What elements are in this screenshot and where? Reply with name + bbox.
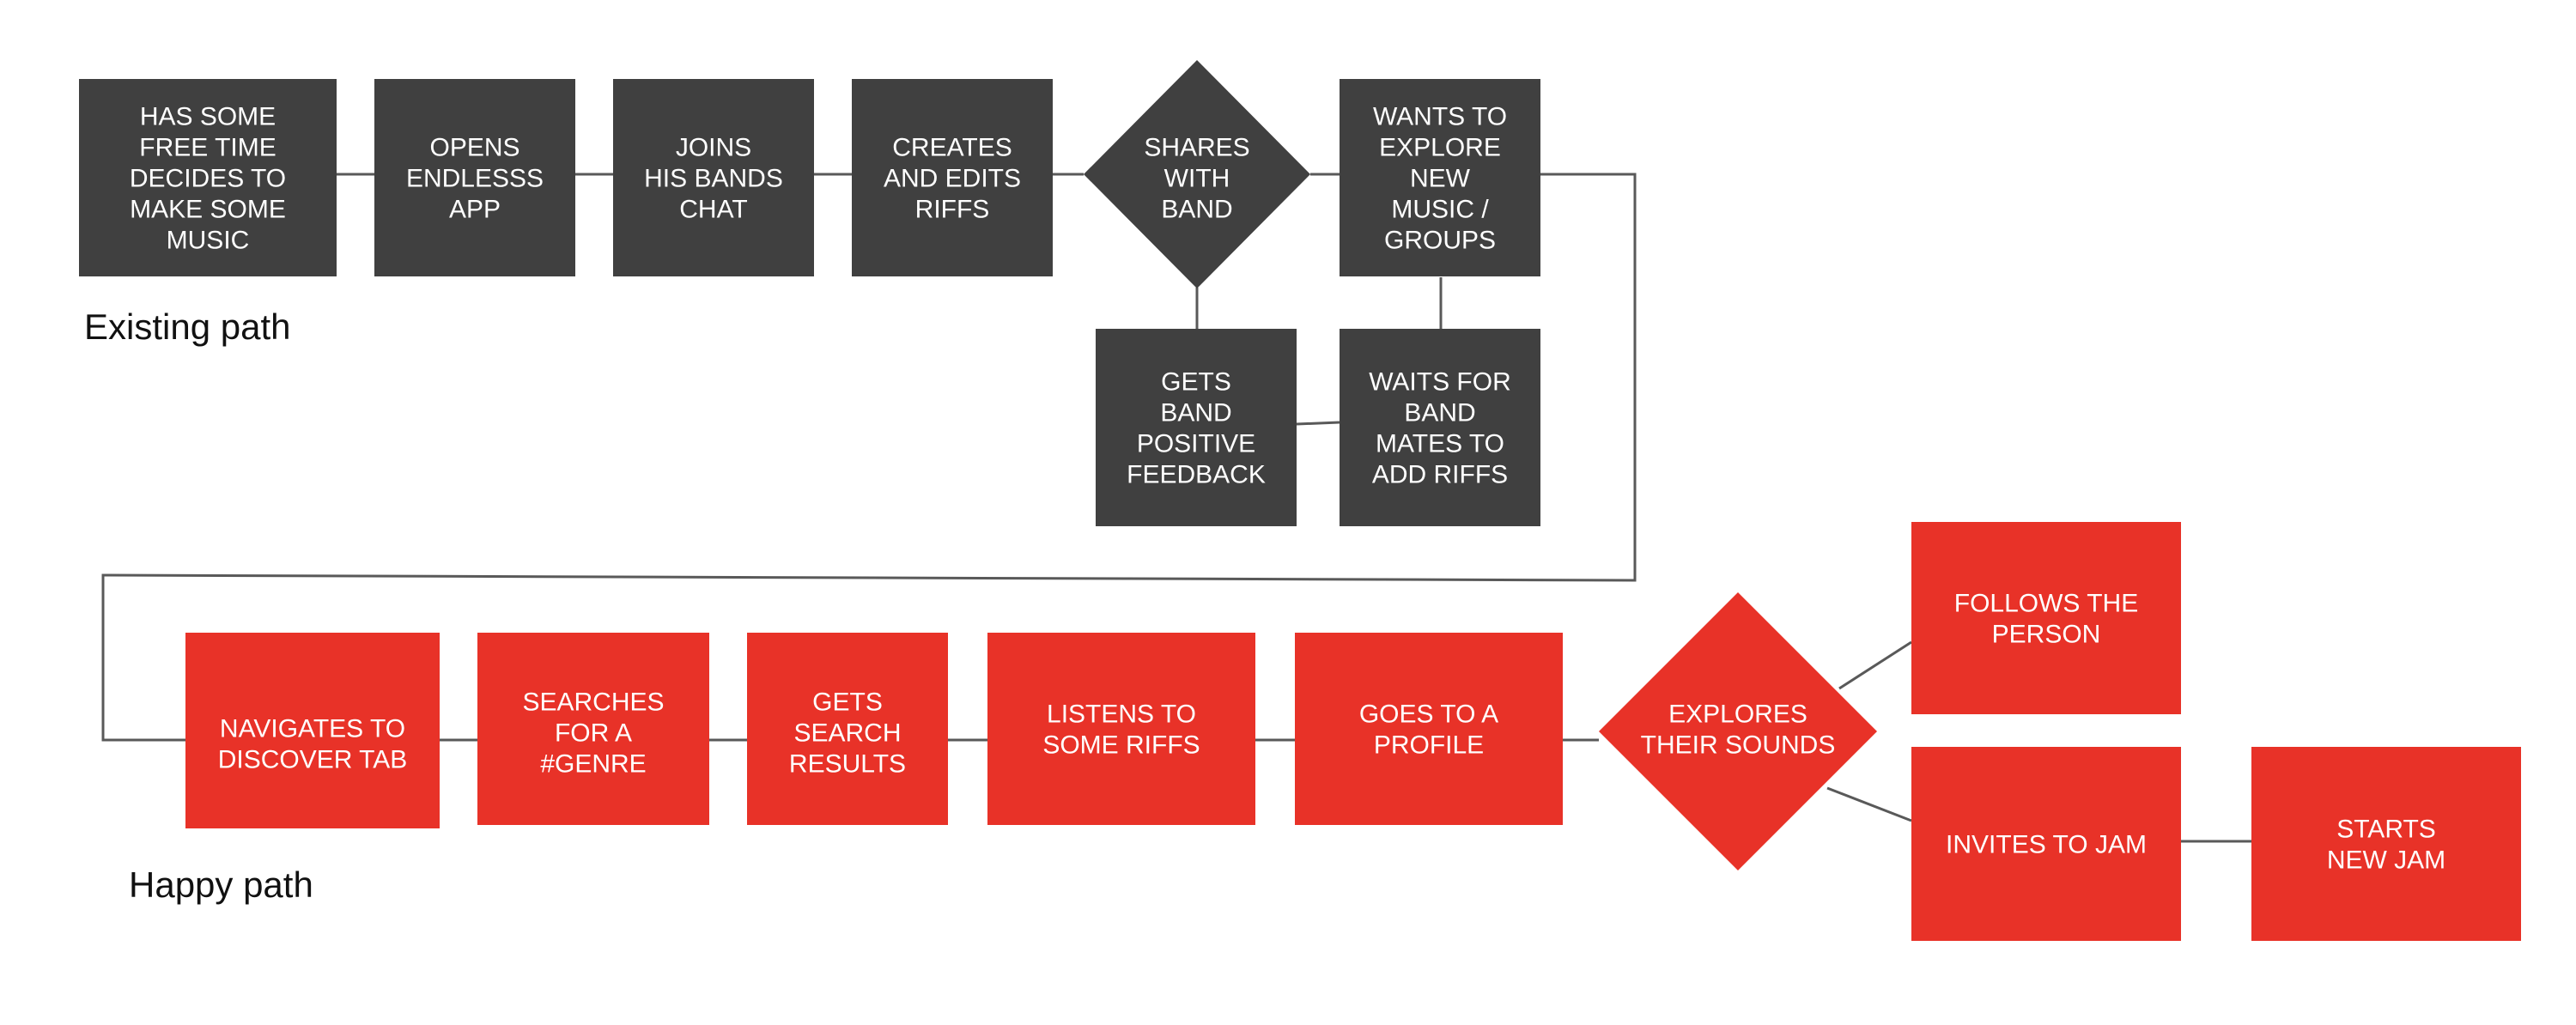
node-text-line: POSITIVE <box>1137 430 1255 458</box>
node-creates-riffs: CREATES AND EDITS RIFFS <box>852 79 1053 276</box>
node-text-line: JOINS <box>676 134 751 162</box>
node-text-line: AND EDITS <box>884 165 1021 193</box>
node-text-line: DISCOVER TAB <box>218 746 408 774</box>
node-text-line: PERSON <box>1992 621 2101 649</box>
node-text: HAS SOME FREE TIME DECIDES TO MAKE SOME MUSI… <box>130 103 286 255</box>
node-text-line: BAND <box>1404 399 1475 428</box>
node-text: FOLLOWS THE PERSON <box>1954 590 2138 649</box>
node-text-line: ENDLESSS <box>406 165 544 193</box>
node-text: NAVIGATES TO DISCOVER TAB <box>218 715 408 774</box>
node-text-line: HIS BANDS <box>644 165 783 193</box>
node-text-line: NAVIGATES TO <box>220 715 405 743</box>
node-invites-to-jam: INVITES TO JAM <box>1911 747 2181 941</box>
node-text-line: FEEDBACK <box>1127 461 1266 489</box>
node-text-line: NEW JAM <box>2327 846 2445 875</box>
node-has-free-time: HAS SOME FREE TIME DECIDES TO MAKE SOME MUSI… <box>79 79 337 276</box>
node-text: CREATES AND EDITS RIFFS <box>884 134 1021 224</box>
node-text-line: GETS <box>1161 368 1231 397</box>
node-text-line: BAND <box>1161 196 1232 224</box>
connector-waits-mates-to-gets-feedback <box>1296 421 1340 426</box>
node-joins-chat: JOINS HIS BANDS CHAT <box>613 79 814 276</box>
node-text-line: GETS <box>812 688 883 717</box>
node-text-line: CREATES <box>892 134 1012 162</box>
node-wants-to-explore: WANTS TO EXPLORE NEW MUSIC / GROUPS <box>1340 79 1540 276</box>
node-opens-app: OPENS ENDLESSS APP <box>374 79 575 276</box>
node-text-line: MUSIC <box>167 227 250 255</box>
node-text-line: SEARCHES <box>522 688 664 717</box>
node-shares-with-band: SHARES WITH BAND <box>1084 60 1310 288</box>
node-text-line: EXPLORES <box>1668 701 1807 729</box>
node-text-line: NEW <box>1410 165 1471 193</box>
node-text-line: SHARES <box>1144 134 1249 162</box>
node-navigates-discover: NAVIGATES TO DISCOVER TAB <box>185 633 440 828</box>
node-text: OPENS ENDLESSS APP <box>406 134 544 224</box>
node-text-line: FREE TIME <box>139 134 276 162</box>
node-text: SHARES WITH BAND <box>1144 134 1249 224</box>
connectors <box>101 173 2251 843</box>
node-text-line: OPENS <box>429 134 519 162</box>
node-text-line: #GENRE <box>540 750 646 779</box>
node-text-line: BAND <box>1160 399 1231 428</box>
node-text-line: PROFILE <box>1374 731 1484 760</box>
node-text-line: RIFFS <box>915 196 990 224</box>
node-text-line: DECIDES TO <box>130 165 286 193</box>
node-text: JOINS HIS BANDS CHAT <box>644 134 783 224</box>
existing-path-label: Existing path <box>84 306 290 347</box>
node-text-line: FOLLOWS THE <box>1954 590 2138 618</box>
node-text-line: LISTENS TO <box>1047 701 1196 729</box>
node-follows-person: FOLLOWS THE PERSON <box>1911 522 2181 714</box>
node-text-line: WITH <box>1164 165 1230 193</box>
node-text-line: FOR A <box>555 719 632 748</box>
node-text-line: THEIR SOUNDS <box>1641 731 1836 760</box>
node-text-line: CHAT <box>679 196 747 224</box>
node-text-line: STARTS <box>2336 816 2436 844</box>
node-text-line: MUSIC / <box>1391 196 1489 224</box>
node-text-line: EXPLORE <box>1379 134 1501 162</box>
node-text-line: GOES TO A <box>1359 701 1498 729</box>
node-text-line: ADD RIFFS <box>1372 461 1508 489</box>
node-text-line: RESULTS <box>789 750 906 779</box>
connector-explores-to-invites <box>1826 786 1912 822</box>
node-text-line: MAKE SOME <box>130 196 286 224</box>
node-text-line: WANTS TO <box>1373 103 1507 131</box>
happy-path-label: Happy path <box>129 864 313 905</box>
node-text-line: WAITS FOR <box>1369 368 1511 397</box>
existing-path-nodes: HAS SOME FREE TIME DECIDES TO MAKE SOME MUSI… <box>79 60 1540 526</box>
node-text-line: MATES TO <box>1376 430 1504 458</box>
node-text-line: GROUPS <box>1384 227 1496 255</box>
node-text-line: SOME RIFFS <box>1042 731 1200 760</box>
node-text: WANTS TO EXPLORE NEW MUSIC / GROUPS <box>1373 103 1507 255</box>
node-text-line: APP <box>449 196 501 224</box>
node-text-line: SEARCH <box>793 719 901 748</box>
connector-explores-to-follows <box>1838 640 1912 690</box>
node-text-line: INVITES TO JAM <box>1946 831 2147 859</box>
node-text-line: HAS SOME <box>140 103 276 131</box>
node-text: INVITES TO JAM <box>1946 831 2147 859</box>
connector-row-wrap <box>101 173 1637 742</box>
